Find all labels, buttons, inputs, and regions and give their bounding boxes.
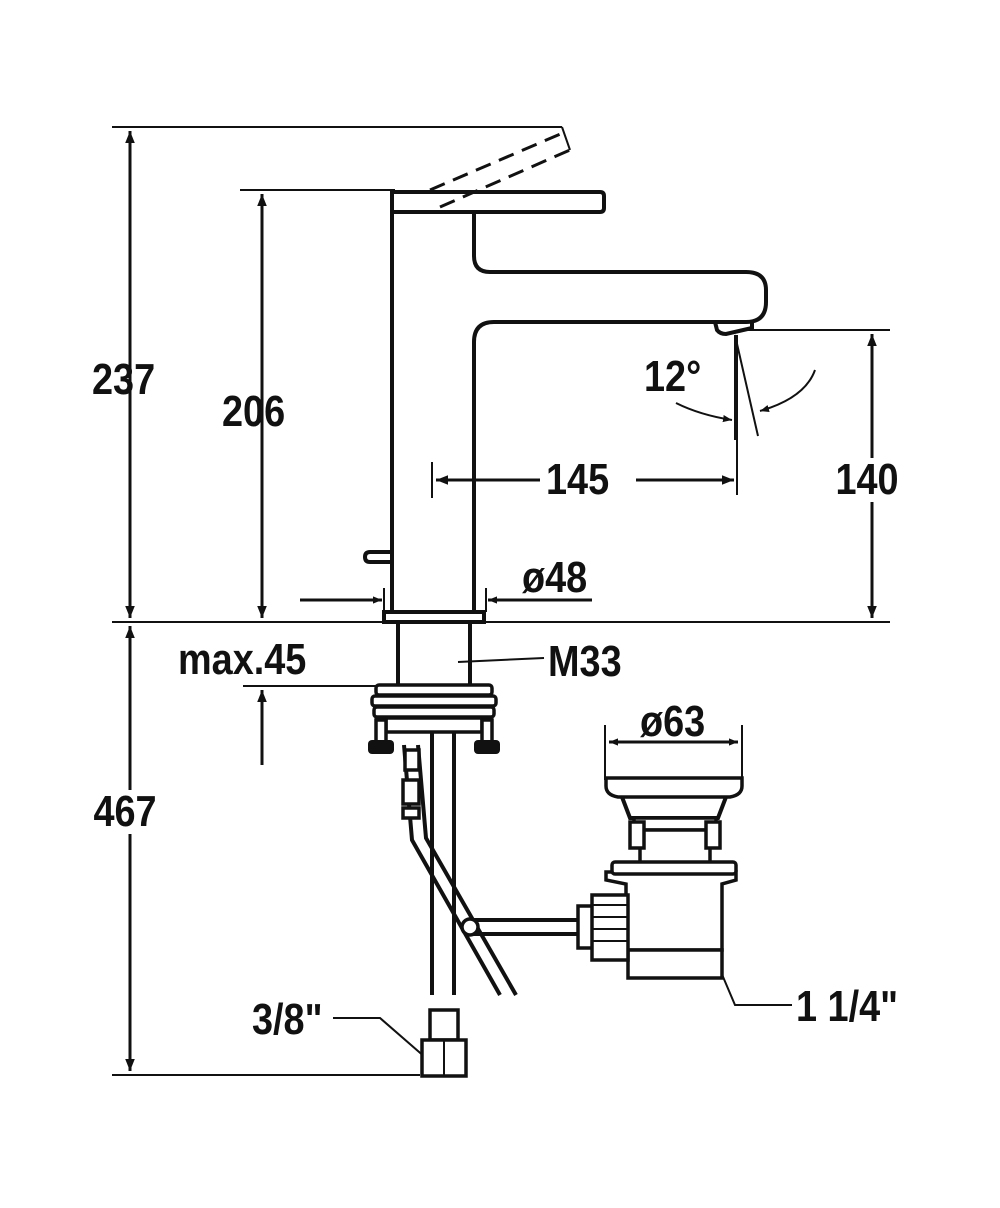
dimension-145: 145 [546,455,610,504]
angle-12-degrees: 12° [644,352,702,401]
dimension-206: 206 [222,387,286,436]
dimension-140: 140 [832,458,903,502]
connection-1-1-4-inch: 1 1/4" [796,982,899,1031]
dimension-max-45: max.45 [178,635,307,684]
dimension-467: 467 [90,790,161,834]
under-deck-fixing [368,622,578,1078]
connection-3-8-inch: 3/8" [252,995,323,1044]
faucet-body [362,126,768,624]
dimension-diameter-63: ø63 [640,697,706,746]
dimension-diameter-48: ø48 [522,553,588,602]
thread-m33: M33 [548,637,622,686]
dimension-237: 237 [92,355,156,404]
dimension-lines [112,126,890,1076]
waste-assembly [576,776,744,980]
